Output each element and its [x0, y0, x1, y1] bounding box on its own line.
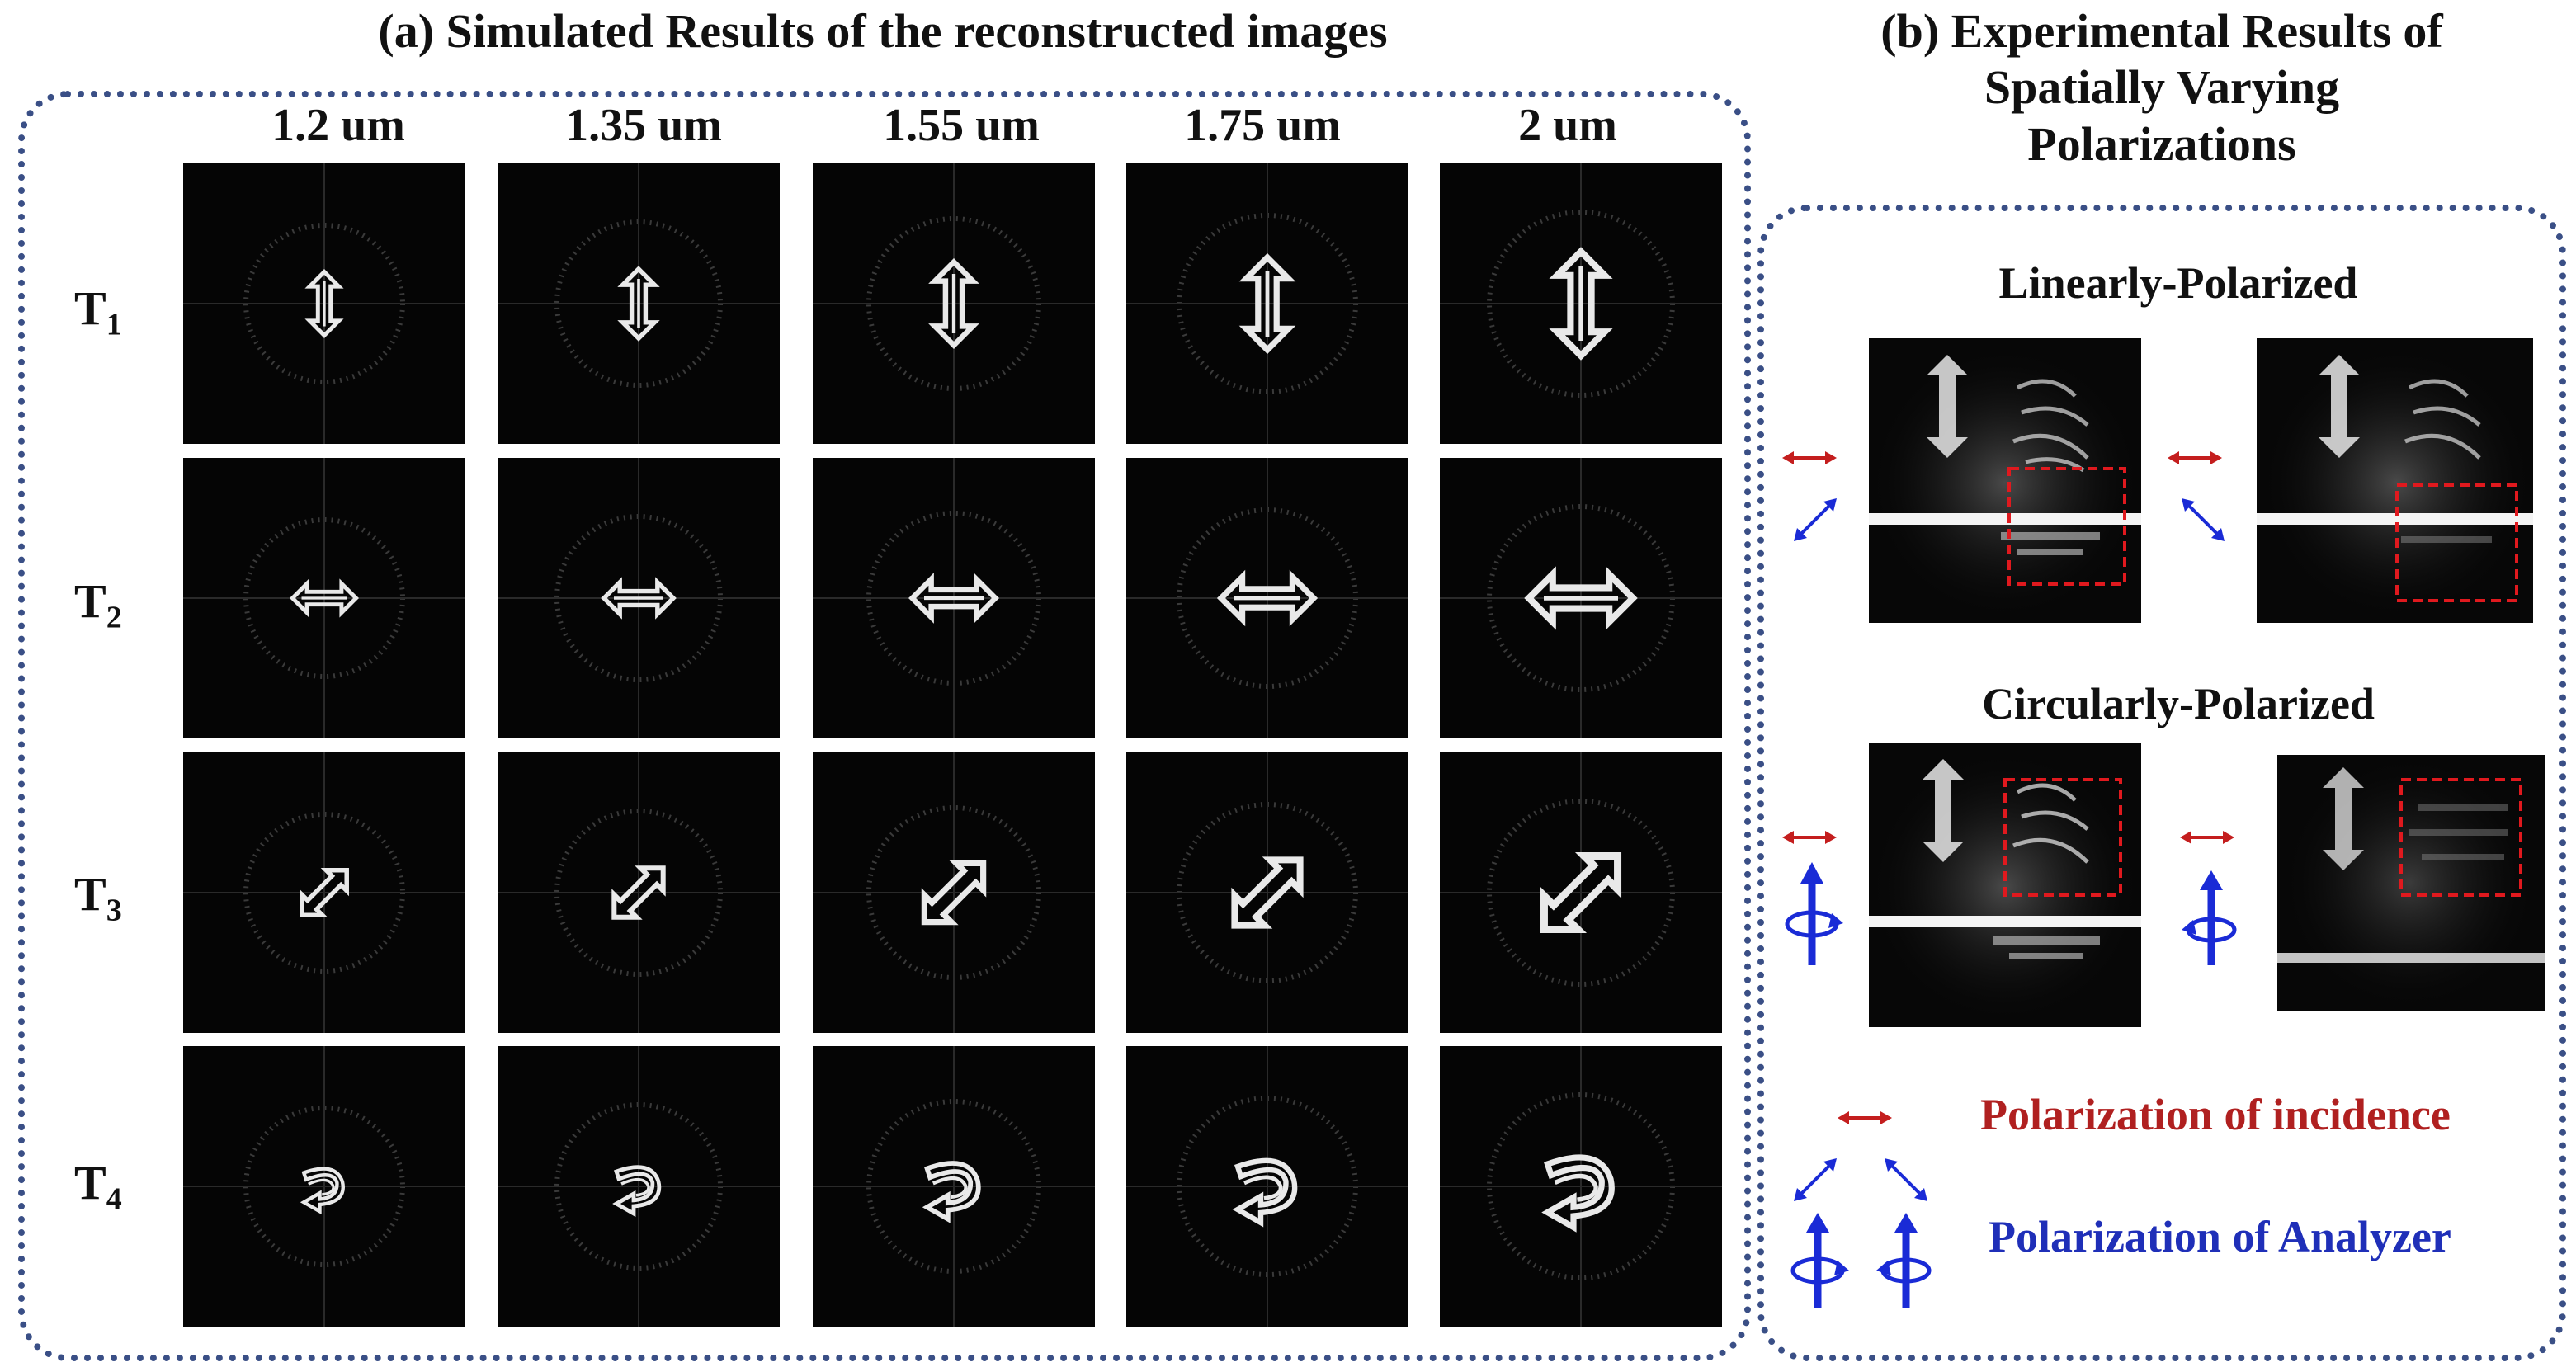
- panel-b-title: (b) Experimental Results of Spatially Va…: [1749, 3, 2574, 172]
- legend-analyzer-diagonal-icon: [1790, 1155, 1840, 1205]
- simulated-image-t2-col5: [1440, 458, 1722, 738]
- experimental-image-circular-1: [1869, 743, 2141, 1027]
- row-label-t4: T4: [74, 1156, 122, 1217]
- diagonal-double-arrow-icon: [611, 865, 666, 920]
- legend-incidence-arrow-icon: [1836, 1101, 1894, 1134]
- vertical-double-arrow-icon: [1549, 247, 1613, 361]
- simulated-image-t4-col2: [498, 1046, 780, 1327]
- simulated-image-t4-col1: [183, 1046, 465, 1327]
- incidence-linear-arrow-icon-2: [2166, 441, 2224, 474]
- vertical-double-arrow-icon: [617, 266, 660, 342]
- horizontal-double-arrow-icon: [601, 577, 677, 620]
- column-label-1: 1.2 um: [271, 100, 405, 151]
- simulated-image-t3-col4: [1126, 752, 1408, 1033]
- simulated-image-t2-col2: [498, 458, 780, 738]
- simulated-image-t1-col1: [183, 163, 465, 444]
- linear-polarized-label: Linearly-Polarized: [1998, 258, 2358, 308]
- row-label-t2: T2: [74, 574, 122, 635]
- diagonal-double-arrow-icon: [1540, 851, 1622, 934]
- incidence-linear-arrow-icon-3: [1781, 821, 1838, 854]
- analyzer-left-circular-icon: [2178, 870, 2244, 969]
- simulated-image-t4-col4: [1126, 1046, 1408, 1327]
- analyzer-right-circular-icon: [1781, 862, 1847, 969]
- column-label-4: 1.75 um: [1184, 100, 1341, 151]
- panel-a-frame: [18, 91, 1751, 1361]
- diagonal-double-arrow-icon: [1231, 856, 1304, 929]
- column-label-3: 1.55 um: [883, 100, 1040, 151]
- vertical-double-arrow-icon: [1238, 252, 1296, 355]
- analyzer-diagonal-arrow-icon: [1790, 495, 1840, 545]
- spiral-arrow-icon: [1541, 1154, 1615, 1233]
- vertical-double-arrow-icon: [304, 268, 344, 339]
- simulated-image-t1-col4: [1126, 163, 1408, 444]
- horizontal-double-arrow-icon: [289, 578, 360, 618]
- simulated-image-t1-col3: [813, 163, 1095, 444]
- vertical-double-arrow-icon: [928, 258, 979, 349]
- spiral-arrow-icon: [300, 1167, 345, 1215]
- experimental-image-linear-1: [1869, 338, 2141, 623]
- diagonal-double-arrow-icon: [921, 860, 987, 926]
- horizontal-double-arrow-icon: [1216, 569, 1319, 627]
- experimental-image-circular-2: [2277, 755, 2545, 1011]
- spiral-arrow-icon: [1232, 1157, 1298, 1228]
- panel-b-title-line-2: Spatially Varying: [1984, 60, 2340, 115]
- row-label-t1: T1: [74, 281, 122, 342]
- row-label-t3: T3: [74, 867, 122, 928]
- simulated-image-t4-col3: [813, 1046, 1095, 1327]
- simulated-image-t3-col5: [1440, 752, 1722, 1033]
- diagonal-double-arrow-icon: [300, 868, 349, 917]
- panel-a-title: (a) Simulated Results of the reconstruct…: [378, 4, 1388, 58]
- panel-b-title-line-3: Polarizations: [2027, 116, 2296, 171]
- legend-analyzer-label: Polarization of Analyzer: [1989, 1212, 2451, 1261]
- column-label-5: 2 um: [1518, 100, 1617, 151]
- incidence-linear-arrow-icon-4: [2178, 821, 2236, 854]
- simulated-image-t1-col2: [498, 163, 780, 444]
- legend-analyzer-antidiagonal-icon: [1881, 1155, 1931, 1205]
- spiral-arrow-icon: [922, 1161, 981, 1223]
- legend-incidence-label: Polarization of incidence: [1980, 1090, 2451, 1139]
- simulated-image-t2-col3: [813, 458, 1095, 738]
- simulated-image-t2-col4: [1126, 458, 1408, 738]
- legend-analyzer-left-circular-icon: [1873, 1213, 1939, 1312]
- simulated-image-t3-col3: [813, 752, 1095, 1033]
- horizontal-double-arrow-icon: [908, 573, 999, 624]
- experimental-image-linear-2: [2257, 338, 2533, 623]
- simulated-image-t1-col5: [1440, 163, 1722, 444]
- spiral-arrow-icon: [612, 1165, 662, 1218]
- simulated-image-t4-col5: [1440, 1046, 1722, 1327]
- circular-polarized-label: Circularly-Polarized: [1982, 679, 2375, 728]
- simulated-image-t3-col2: [498, 752, 780, 1033]
- legend-analyzer-right-circular-icon: [1786, 1213, 1852, 1312]
- incidence-linear-arrow-icon: [1781, 441, 1838, 474]
- horizontal-double-arrow-icon: [1524, 566, 1638, 630]
- simulated-image-t2-col1: [183, 458, 465, 738]
- simulated-image-t3-col1: [183, 752, 465, 1033]
- column-label-2: 1.35 um: [565, 100, 722, 151]
- panel-b-frame: [1757, 205, 2566, 1361]
- panel-b-title-line-1: (b) Experimental Results of: [1880, 4, 2443, 58]
- analyzer-antidiagonal-arrow-icon: [2178, 495, 2228, 545]
